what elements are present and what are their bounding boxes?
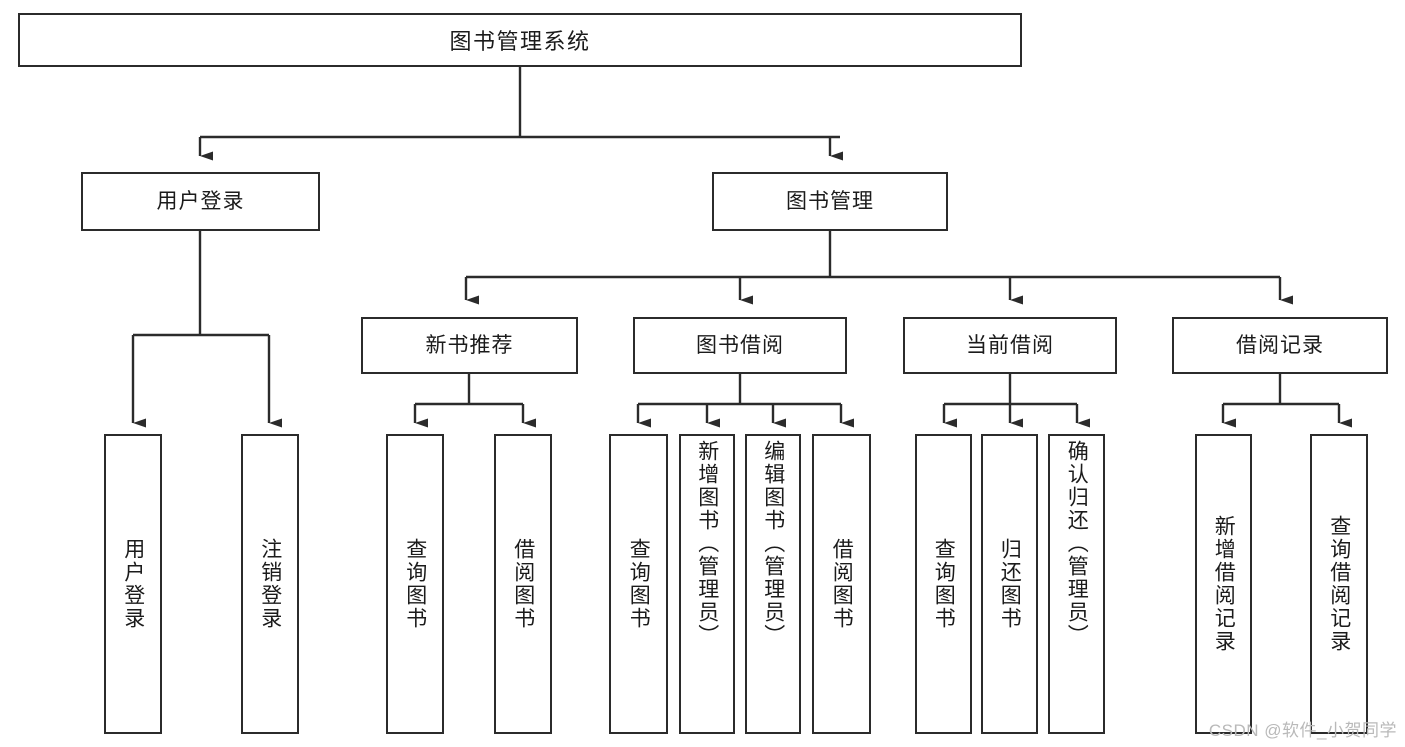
leaf-query-book-borrow[interactable]: 查询图书 [609, 434, 668, 734]
leaf-user-login[interactable]: 用户登录 [104, 434, 162, 734]
leaf-label: 新增借阅记录 [1212, 515, 1236, 653]
leaf-query-borrow-record[interactable]: 查询借阅记录 [1310, 434, 1368, 734]
leaf-label: 用户登录 [121, 538, 145, 630]
node-label: 当前借阅 [966, 333, 1054, 357]
leaf-return-book[interactable]: 归还图书 [981, 434, 1038, 734]
node-current-borrow[interactable]: 当前借阅 [903, 317, 1117, 374]
leaf-query-book-current[interactable]: 查询图书 [915, 434, 972, 734]
leaf-label: 查询借阅记录 [1327, 515, 1351, 653]
leaf-label: 确认归还（管理员） [1065, 440, 1089, 647]
leaf-label: 新增图书（管理员） [695, 440, 719, 647]
leaf-label: 借阅图书 [830, 538, 854, 630]
leaf-label: 编辑图书（管理员） [761, 440, 785, 647]
node-book-borrow[interactable]: 图书借阅 [633, 317, 847, 374]
node-user-login[interactable]: 用户登录 [81, 172, 320, 231]
leaf-add-book[interactable]: 新增图书（管理员） [679, 434, 735, 734]
leaf-label: 查询图书 [932, 538, 956, 630]
node-label: 图书管理 [786, 189, 874, 213]
leaf-label: 查询图书 [627, 538, 651, 630]
leaf-confirm-return[interactable]: 确认归还（管理员） [1048, 434, 1105, 734]
node-label: 新书推荐 [425, 333, 514, 357]
csdn-watermark: CSDN @软件_小贺同学 [1208, 721, 1397, 740]
leaf-label: 查询图书 [403, 538, 427, 630]
leaf-logout-login[interactable]: 注销登录 [241, 434, 299, 734]
node-label: 用户登录 [156, 189, 245, 213]
leaf-edit-book[interactable]: 编辑图书（管理员） [745, 434, 801, 734]
node-system-title[interactable]: 图书管理系统 [18, 13, 1022, 67]
leaf-label: 借阅图书 [511, 538, 535, 630]
leaf-borrow-book-borrow[interactable]: 借阅图书 [812, 434, 871, 734]
node-label: 图书管理系统 [449, 29, 591, 54]
node-label: 图书借阅 [696, 333, 784, 357]
node-book-management[interactable]: 图书管理 [712, 172, 948, 231]
leaf-label: 注销登录 [258, 538, 282, 630]
leaf-label: 归还图书 [998, 538, 1022, 630]
node-new-book-recommend[interactable]: 新书推荐 [361, 317, 578, 374]
leaf-borrow-book-recommend[interactable]: 借阅图书 [494, 434, 552, 734]
node-borrow-record[interactable]: 借阅记录 [1172, 317, 1388, 374]
leaf-query-book-recommend[interactable]: 查询图书 [386, 434, 444, 734]
leaf-add-borrow-record[interactable]: 新增借阅记录 [1195, 434, 1252, 734]
node-label: 借阅记录 [1236, 333, 1324, 357]
